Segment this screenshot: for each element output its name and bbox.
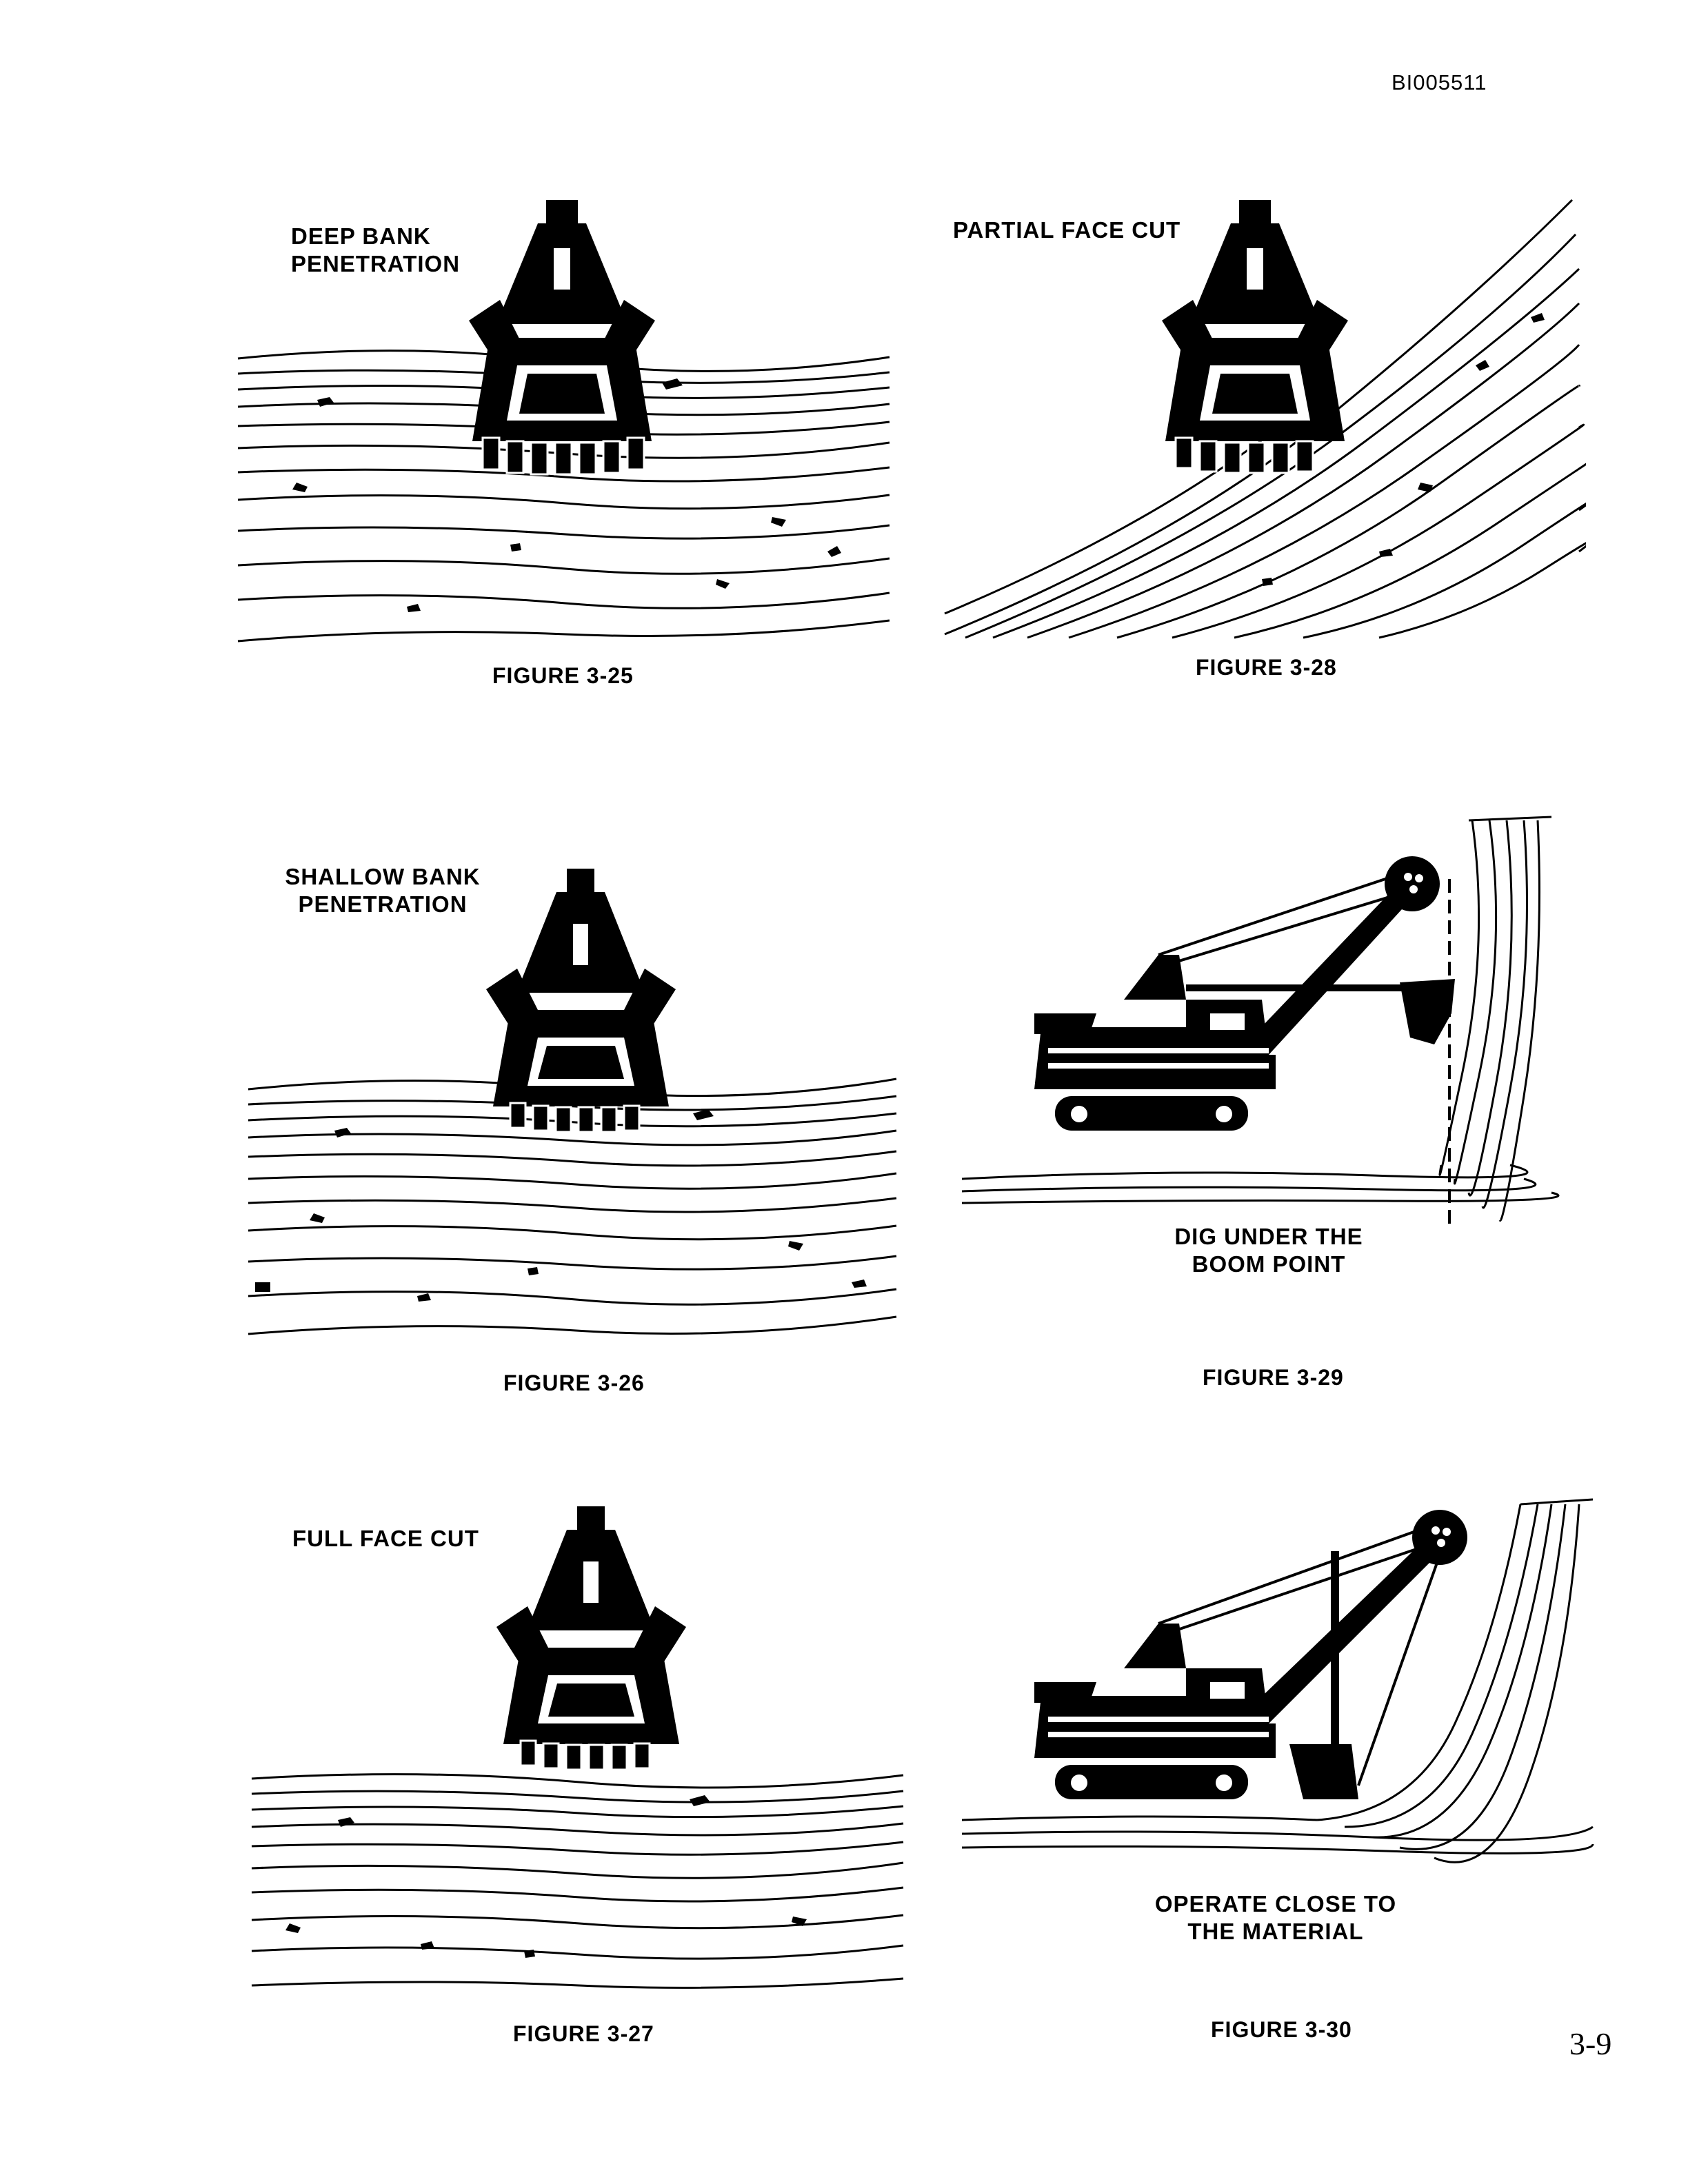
figure-3-25-label: DEEP BANK PENETRATION (291, 223, 461, 276)
figure-3-30-label: OPERATE CLOSE TO THE MATERIAL (1154, 1891, 1397, 1944)
figure-3-25-caption: FIGURE 3-25 (492, 663, 634, 688)
figure-3-28-label: PARTIAL FACE CUT (953, 217, 1181, 243)
figure-3-27-caption: FIGURE 3-27 (513, 2021, 654, 2046)
figure-3-26-caption: FIGURE 3-26 (503, 1371, 645, 1395)
figure-3-30-caption: FIGURE 3-30 (1211, 2017, 1352, 2042)
figure-3-29-caption: FIGURE 3-29 (1203, 1365, 1344, 1390)
figure-3-28-caption: FIGURE 3-28 (1196, 655, 1337, 680)
figure-3-27-label: FULL FACE CUT (292, 1526, 479, 1551)
figure-3-27-illustration (251, 1506, 904, 1989)
figure-3-25-illustration (237, 200, 890, 643)
document-id: BI005511 (1391, 70, 1487, 94)
figure-3-30-illustration (961, 1498, 1594, 1863)
figure-3-29-label: DIG UNDER THE BOOM POINT (1174, 1224, 1363, 1277)
figure-3-28-illustration (944, 199, 1586, 639)
page-number: 3-9 (1569, 2026, 1612, 2061)
figure-3-26-illustration (248, 869, 897, 1335)
figure-3-29-illustration (961, 816, 1560, 1227)
figure-3-26-label: SHALLOW BANK PENETRATION (285, 864, 481, 917)
